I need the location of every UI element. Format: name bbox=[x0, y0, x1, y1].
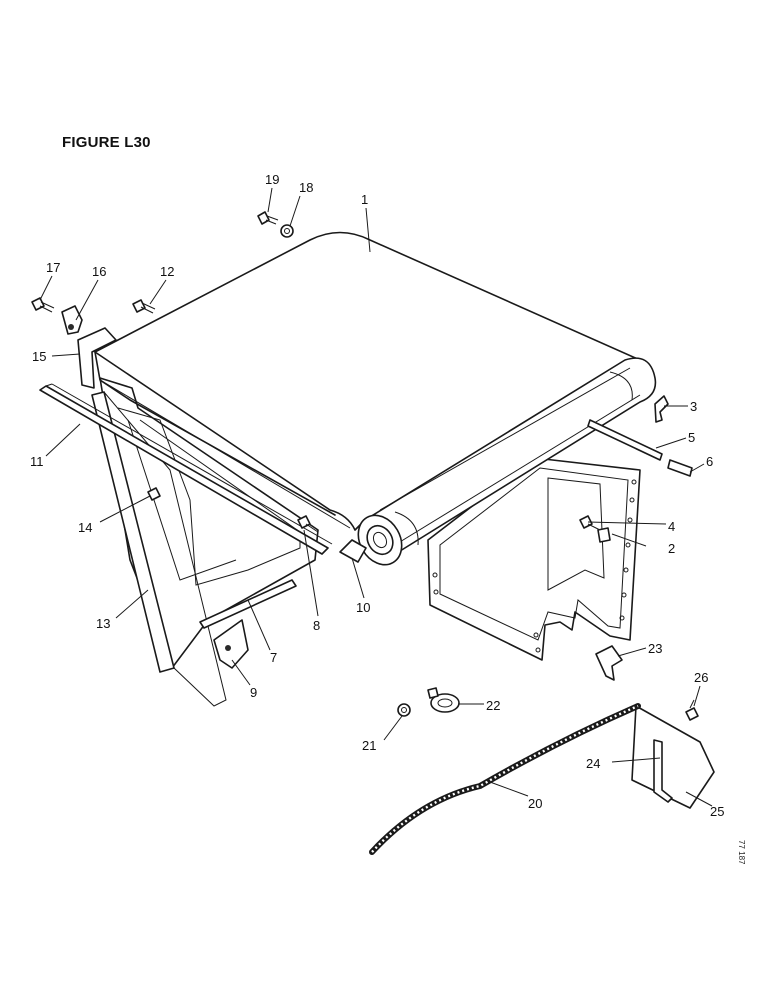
callout-19: 19 bbox=[265, 172, 279, 187]
callout-11: 11 bbox=[30, 454, 44, 469]
callout-2: 2 bbox=[668, 541, 675, 556]
bracket-23 bbox=[595, 645, 623, 681]
plate-9-hole bbox=[225, 645, 231, 651]
callout-6: 6 bbox=[706, 454, 713, 469]
right-side-frame bbox=[427, 457, 641, 661]
bolt-4 bbox=[579, 515, 601, 531]
rail-11 bbox=[39, 383, 333, 555]
bolt-8 bbox=[297, 515, 319, 533]
clip-24 bbox=[653, 739, 673, 803]
clip-2 bbox=[597, 527, 611, 543]
washer-21 bbox=[397, 703, 411, 717]
callout-8: 8 bbox=[313, 618, 320, 633]
bolt-17 bbox=[31, 297, 55, 313]
callout-4: 4 bbox=[668, 519, 675, 534]
callout-13: 13 bbox=[96, 616, 110, 631]
figure-title: FIGURE L30 bbox=[62, 134, 151, 151]
bolt-19 bbox=[257, 211, 279, 225]
cable-20 bbox=[369, 703, 641, 855]
strip-7 bbox=[199, 579, 297, 629]
callout-7: 7 bbox=[270, 650, 277, 665]
plate-25 bbox=[631, 705, 715, 809]
callout-3: 3 bbox=[690, 399, 697, 414]
callout-20: 20 bbox=[528, 796, 542, 811]
grommet-22 bbox=[427, 687, 460, 713]
washer-14 bbox=[147, 487, 161, 501]
bolt-26 bbox=[685, 699, 699, 721]
side-strip-13 bbox=[91, 391, 227, 707]
callout-22: 22 bbox=[486, 698, 500, 713]
callout-1: 1 bbox=[361, 192, 368, 207]
callout-26: 26 bbox=[694, 670, 708, 685]
callout-18: 18 bbox=[299, 180, 313, 195]
leader-lines bbox=[39, 187, 713, 807]
plate-16-hole bbox=[68, 324, 74, 330]
callout-5: 5 bbox=[688, 430, 695, 445]
callout-14: 14 bbox=[78, 520, 92, 535]
callout-10: 10 bbox=[356, 600, 370, 615]
roller bbox=[357, 357, 657, 566]
callout-9: 9 bbox=[250, 685, 257, 700]
callout-labels: 1 2 3 4 5 6 7 8 9 10 11 12 13 14 15 16 1… bbox=[30, 172, 724, 819]
callout-12: 12 bbox=[160, 264, 174, 279]
plate-9 bbox=[213, 619, 249, 669]
bolt-12 bbox=[132, 299, 156, 314]
callout-16: 16 bbox=[92, 264, 106, 279]
callout-24: 24 bbox=[586, 756, 600, 771]
bracket-15 bbox=[77, 327, 117, 389]
callout-25: 25 bbox=[710, 804, 724, 819]
clip-3 bbox=[654, 395, 669, 423]
callout-15: 15 bbox=[32, 349, 46, 364]
callout-21: 21 bbox=[362, 738, 376, 753]
plate-16 bbox=[61, 305, 83, 335]
rod-5 bbox=[587, 419, 663, 461]
pin-6 bbox=[667, 459, 693, 477]
cover-sheet bbox=[94, 231, 641, 531]
callout-17: 17 bbox=[46, 260, 60, 275]
callout-23: 23 bbox=[648, 641, 662, 656]
nut-18 bbox=[280, 224, 294, 238]
reference-code: 77 187 bbox=[737, 840, 746, 865]
